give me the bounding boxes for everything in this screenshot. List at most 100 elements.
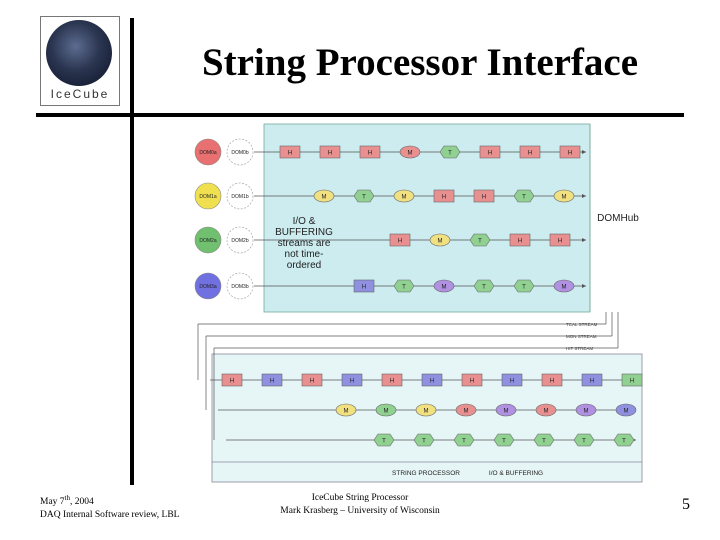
chip-label: M — [408, 151, 413, 157]
chip-label: T — [502, 439, 506, 445]
chip-t — [393, 279, 415, 293]
chip-label: T — [582, 439, 586, 445]
chip-label: H — [328, 151, 332, 157]
chip-m — [415, 403, 437, 417]
chip-t — [513, 279, 535, 293]
chip-label: T — [522, 285, 526, 291]
chip-m — [313, 189, 335, 203]
chip-m — [615, 403, 637, 417]
chip-m — [575, 403, 597, 417]
chip-label: T — [542, 439, 546, 445]
chip-label: H — [398, 239, 402, 245]
chip-t — [573, 433, 595, 447]
dom-stream-line-head — [582, 150, 586, 154]
chip-m — [393, 189, 415, 203]
chip-m — [375, 403, 397, 417]
chip-m — [553, 189, 575, 203]
chip-label: M — [442, 285, 447, 291]
footer-date: May 7th, 2004 — [40, 492, 240, 509]
chip-h — [279, 145, 301, 159]
chip-t — [439, 145, 461, 159]
chip-label: T — [362, 195, 366, 201]
date-sup: th — [64, 494, 70, 502]
chip-t — [353, 189, 375, 203]
chip-t — [513, 189, 535, 203]
chip-label: M — [384, 409, 389, 415]
chip-h — [541, 373, 563, 387]
dom-a-circle — [194, 138, 222, 166]
chip-h — [479, 145, 501, 159]
chip-t — [613, 433, 635, 447]
stream-label: TCAL STREAM — [566, 322, 598, 327]
chip-h — [221, 373, 243, 387]
stream-label: HIT STREAM — [566, 346, 593, 351]
footer-center: IceCube String Processor Mark Krasberg –… — [250, 492, 470, 518]
buffer-text-line: ordered — [287, 260, 321, 271]
chip-label: M — [562, 285, 567, 291]
dom-a-label: DOM0a — [199, 150, 216, 156]
chip-h — [461, 373, 483, 387]
horizontal-divider — [36, 113, 684, 117]
chip-label: T — [382, 439, 386, 445]
chip-m — [495, 403, 517, 417]
chip-h — [359, 145, 381, 159]
chip-h — [341, 373, 363, 387]
chip-h — [421, 373, 443, 387]
chip-label: H — [368, 151, 372, 157]
chip-label: H — [488, 151, 492, 157]
chip-m — [535, 403, 557, 417]
dom-stream-line-head — [582, 238, 586, 242]
chip-label: H — [482, 195, 486, 201]
chip-t — [373, 433, 395, 447]
dom-b-label: DOM0b — [231, 150, 248, 156]
chip-label: H — [630, 379, 634, 385]
io-buffering-label: I/O & BUFFERING — [489, 470, 543, 477]
date-suffix: , 2004 — [70, 497, 94, 508]
chip-label: T — [448, 151, 452, 157]
chip-m — [553, 279, 575, 293]
slide-title: String Processor Interface — [201, 41, 639, 84]
chip-label: H — [310, 379, 314, 385]
chip-label: M — [544, 409, 549, 415]
domhub-label: DOMHub — [597, 213, 639, 224]
chip-label: T — [402, 285, 406, 291]
chip-label: M — [402, 195, 407, 201]
buffer-text-line: BUFFERING — [275, 227, 333, 238]
chip-t — [533, 433, 555, 447]
buffer-text-line: I/O & — [293, 216, 316, 227]
dom-a-circle — [194, 182, 222, 210]
chip-h — [319, 145, 341, 159]
chip-label: M — [344, 409, 349, 415]
dom-b-circle — [226, 182, 254, 210]
footer-center-line1: IceCube String Processor — [311, 493, 409, 503]
chip-m — [399, 145, 421, 159]
dom-b-circle — [226, 226, 254, 254]
dom-stream-line-head — [582, 284, 586, 288]
chip-label: M — [464, 409, 469, 415]
chip-label: T — [462, 439, 466, 445]
chip-label: M — [562, 195, 567, 201]
date-prefix: May 7 — [40, 497, 65, 508]
chip-label: M — [624, 409, 629, 415]
chip-t — [469, 233, 491, 247]
chip-h — [519, 145, 541, 159]
chip-label: T — [482, 285, 486, 291]
chip-label: M — [322, 195, 327, 201]
chip-label: H — [362, 285, 366, 291]
chip-label: M — [438, 239, 443, 245]
chip-m — [429, 233, 451, 247]
chip-t — [473, 279, 495, 293]
chip-label: T — [622, 439, 626, 445]
chip-label: M — [504, 409, 509, 415]
chip-m — [335, 403, 357, 417]
chip-label: T — [422, 439, 426, 445]
chip-label: H — [430, 379, 434, 385]
string-processor-label: STRING PROCESSOR — [392, 470, 460, 477]
processor-band — [211, 353, 643, 483]
chip-label: H — [510, 379, 514, 385]
dom-a-label: DOM1a — [199, 194, 216, 200]
dom-a-circle — [194, 272, 222, 300]
icecube-logo: IceCube — [40, 16, 120, 106]
buffer-text-line: streams are — [278, 238, 331, 249]
